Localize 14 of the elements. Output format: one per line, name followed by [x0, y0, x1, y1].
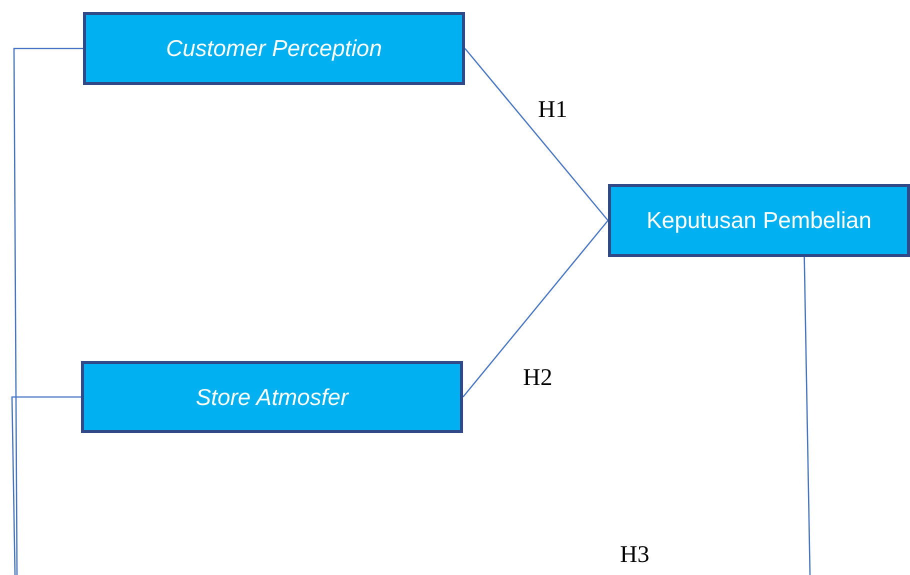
- connector-line: [11, 396, 81, 575]
- connector-line: [804, 256, 811, 575]
- variable-box: [81, 361, 463, 433]
- hypothesis-label: H2: [523, 366, 552, 390]
- connector-line: [462, 220, 608, 398]
- hypothesis-label: H1: [538, 98, 568, 122]
- variable-box: [608, 184, 910, 257]
- variable-box: [83, 12, 465, 85]
- connector-line: [13, 48, 83, 575]
- variable-name: Store Atmosfer: [196, 384, 348, 410]
- hypothesis-label: H3: [620, 543, 650, 567]
- connector-line: [464, 48, 608, 221]
- variable-name: Keputusan Pembelian: [646, 207, 872, 234]
- variable-name: Customer Perception: [166, 35, 382, 62]
